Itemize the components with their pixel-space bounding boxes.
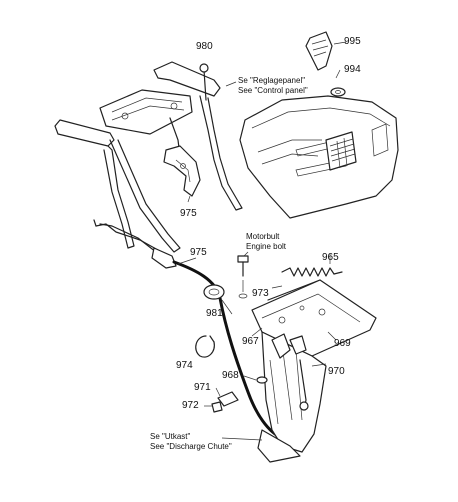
handle-assembly [54,61,243,253]
note-engine-bolt-en: Engine bolt [246,242,287,251]
note-control-panel-sv: Se "Reglagepanel" [238,76,306,85]
label-971: 971 [194,382,211,393]
knob-995 [305,31,333,71]
control-panel-cover [239,95,399,219]
label-994: 994 [344,64,361,75]
note-chute-en: See "Discharge Chute" [150,442,232,451]
label-974: 974 [176,360,193,371]
washer-994 [330,87,346,97]
label-980: 980 [196,41,213,52]
note-engine-bolt-sv: Motorbult [246,232,280,241]
label-965: 965 [322,252,339,263]
snap-ring-974 [195,335,215,358]
label-973: 973 [252,288,269,299]
label-967: 967 [242,336,259,347]
panel-grille [325,131,357,171]
label-975-mid: 975 [190,247,207,258]
label-969: 969 [334,338,351,349]
note-chute-sv: Se "Utkast" [150,432,191,441]
label-972: 972 [182,400,199,411]
label-970: 970 [328,366,345,377]
label-981: 981 [206,308,223,319]
note-control-panel-en: See "Control panel" [238,86,308,95]
drive-bracket-assembly [211,279,377,463]
label-975-top: 975 [180,208,197,219]
label-968: 968 [222,370,239,381]
label-995: 995 [344,36,361,47]
engine-bolt [237,255,249,299]
